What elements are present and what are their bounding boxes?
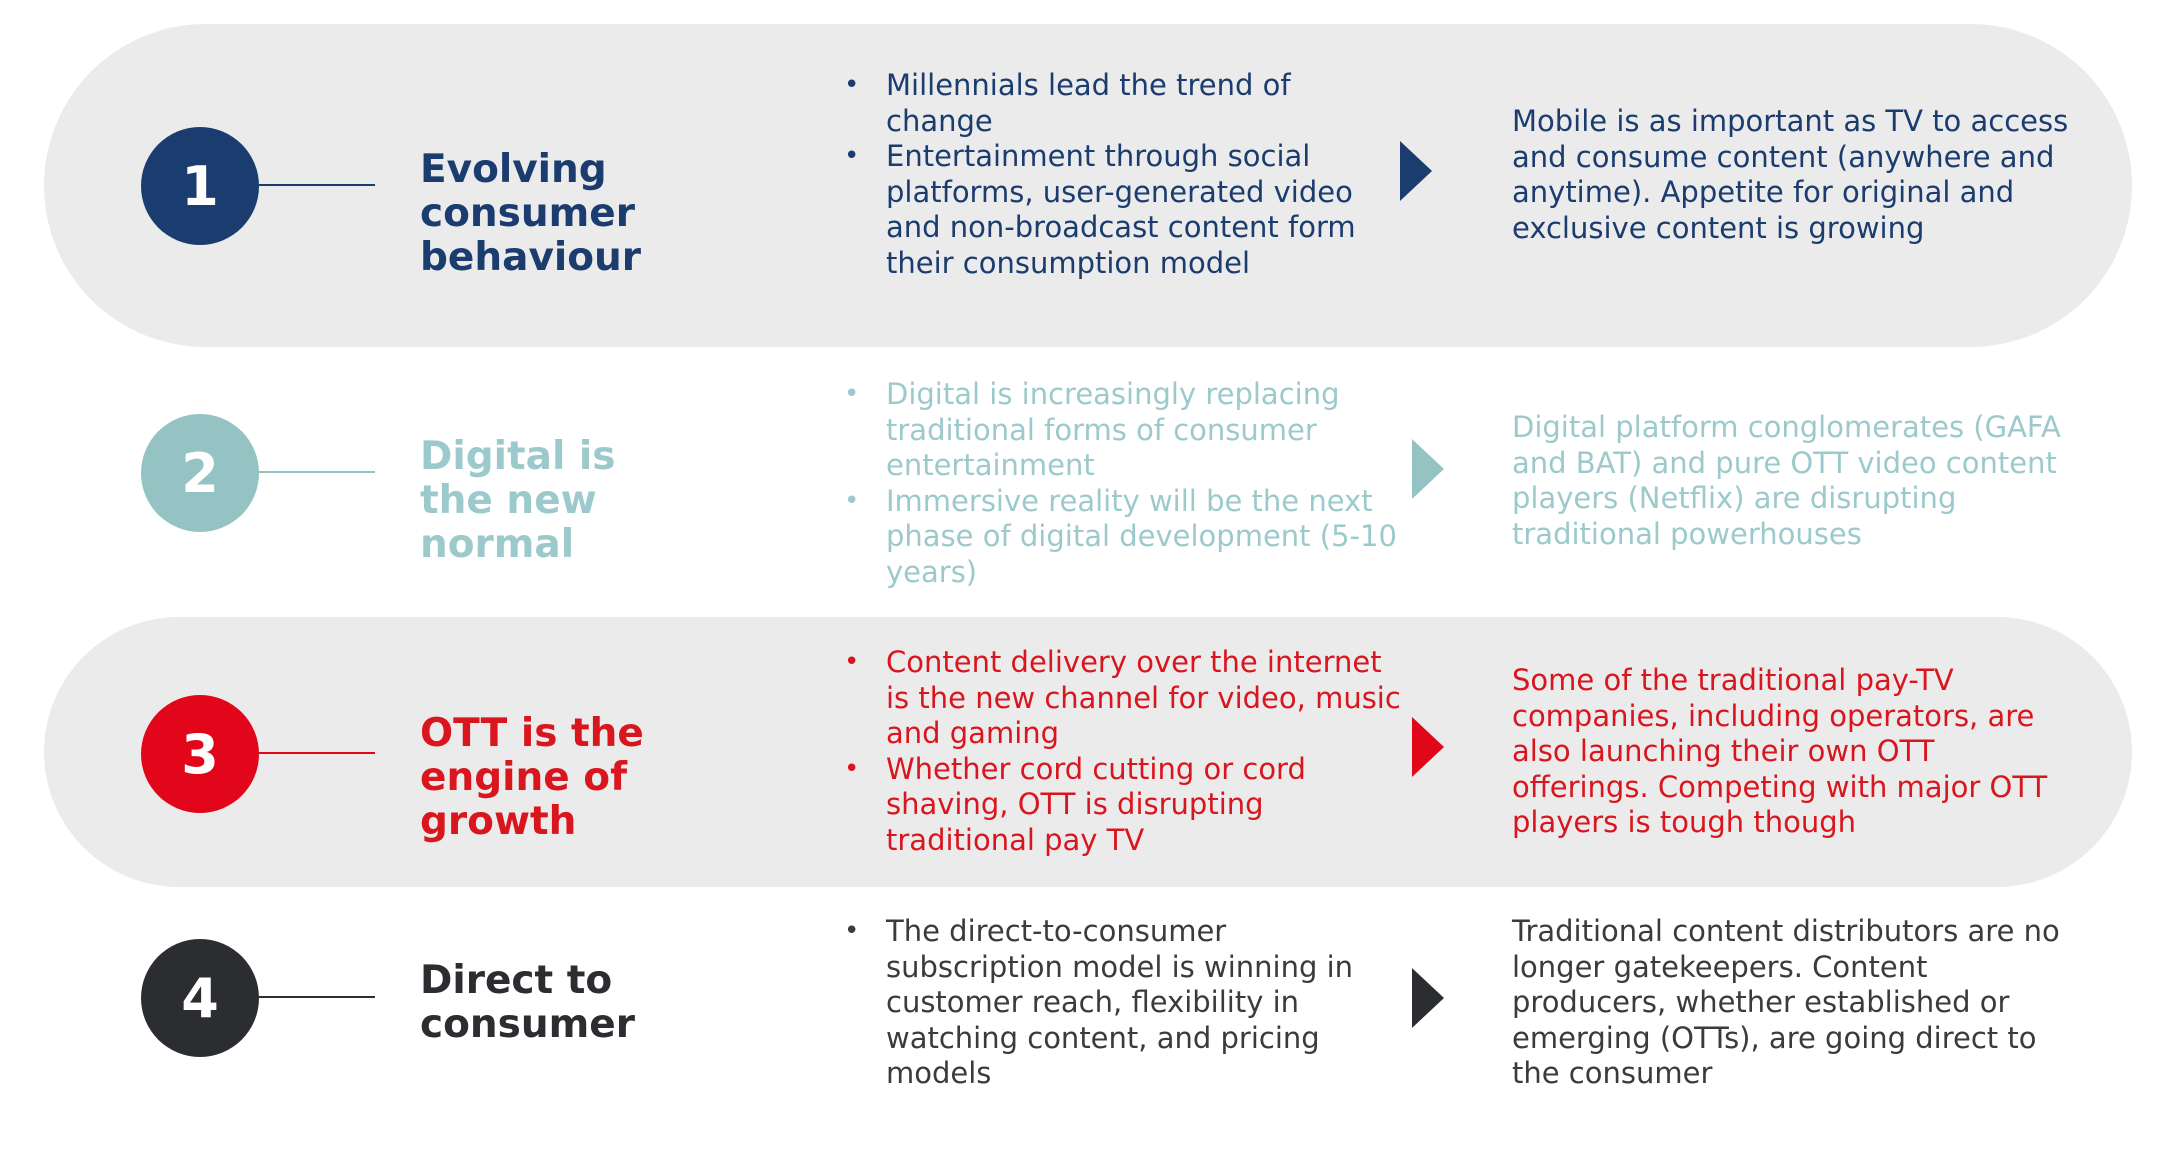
bullet-item: • Millennials lead the trend of change [844,68,1404,139]
bullet-text: Millennials lead the trend of change [886,68,1291,138]
bullet-dot-icon: • [844,753,860,784]
trend-bullets: • Digital is increasingly replacing tradi… [844,377,1404,590]
step-number-badge: 3 [141,695,259,813]
bullet-dot-icon: • [844,379,860,409]
triangle-right-icon [1412,439,1444,499]
bullet-dot-icon: • [844,485,860,516]
triangle-right-icon [1412,968,1444,1028]
triangle-right-icon [1412,717,1444,777]
connector-line [259,471,375,473]
connector-line [259,184,375,186]
trend-row-4: 4 Direct to consumer • The direct-to-cons… [44,887,2132,1147]
triangle-right-icon [1400,141,1432,201]
trend-outcome: Traditional content distributors are no … [1512,914,2060,1090]
trend-title: Direct to consumer [420,958,635,1047]
row-band [44,24,2132,347]
bullet-text: Content delivery over the internet is th… [886,645,1401,750]
row-band [44,617,2132,887]
bullet-text: The direct-to-consumer subscription mode… [886,914,1354,1090]
bullet-dot-icon: • [844,647,860,677]
trend-title: Evolving consumer behaviour [420,147,642,280]
trend-row-1: 1 Evolving consumer behaviour • Millennia… [44,24,2132,347]
step-number-badge: 4 [141,939,259,1057]
trend-outcome: Digital platform conglomerates (GAFA and… [1512,410,2061,551]
bullet-item: • Digital is increasingly replacing tradi… [844,377,1404,484]
connector-line [259,996,375,998]
connector-line [259,752,375,754]
bullet-dot-icon: • [844,70,860,100]
bullet-text: Immersive reality will be the next phase… [886,483,1397,589]
bullet-item: • Entertainment through social platforms,… [844,139,1404,281]
step-number-badge: 2 [141,414,259,532]
trend-row-2: 2 Digital is the new normal • Digital is … [44,347,2132,617]
bullet-item: • Whether cord cutting or cord shaving, O… [844,752,1404,859]
trend-title: OTT is the engine of growth [420,711,644,844]
bullet-dot-icon: • [844,916,860,946]
trend-outcome: Mobile is as important as TV to access a… [1512,104,2069,245]
bullet-dot-icon: • [844,141,860,171]
bullet-text: Whether cord cutting or cord shaving, OT… [886,751,1306,857]
trend-bullets: • The direct-to-consumer subscription mod… [844,914,1404,1092]
trend-outcome: Some of the traditional pay-TV companies… [1512,663,2048,839]
bullet-item: • The direct-to-consumer subscription mod… [844,914,1404,1092]
trend-bullets: • Millennials lead the trend of change • E… [844,68,1404,281]
bullet-item: • Immersive reality will be the next phas… [844,484,1404,591]
bullet-text: Digital is increasingly replacing tradit… [886,377,1340,482]
step-number-badge: 1 [141,127,259,245]
bullet-item: • Content delivery over the internet is t… [844,645,1404,752]
trend-row-3: 3 OTT is the engine of growth • Content d… [44,617,2132,887]
trend-title: Digital is the new normal [420,434,616,567]
bullet-text: Entertainment through social platforms, … [886,139,1356,280]
trend-bullets: • Content delivery over the internet is t… [844,645,1404,858]
